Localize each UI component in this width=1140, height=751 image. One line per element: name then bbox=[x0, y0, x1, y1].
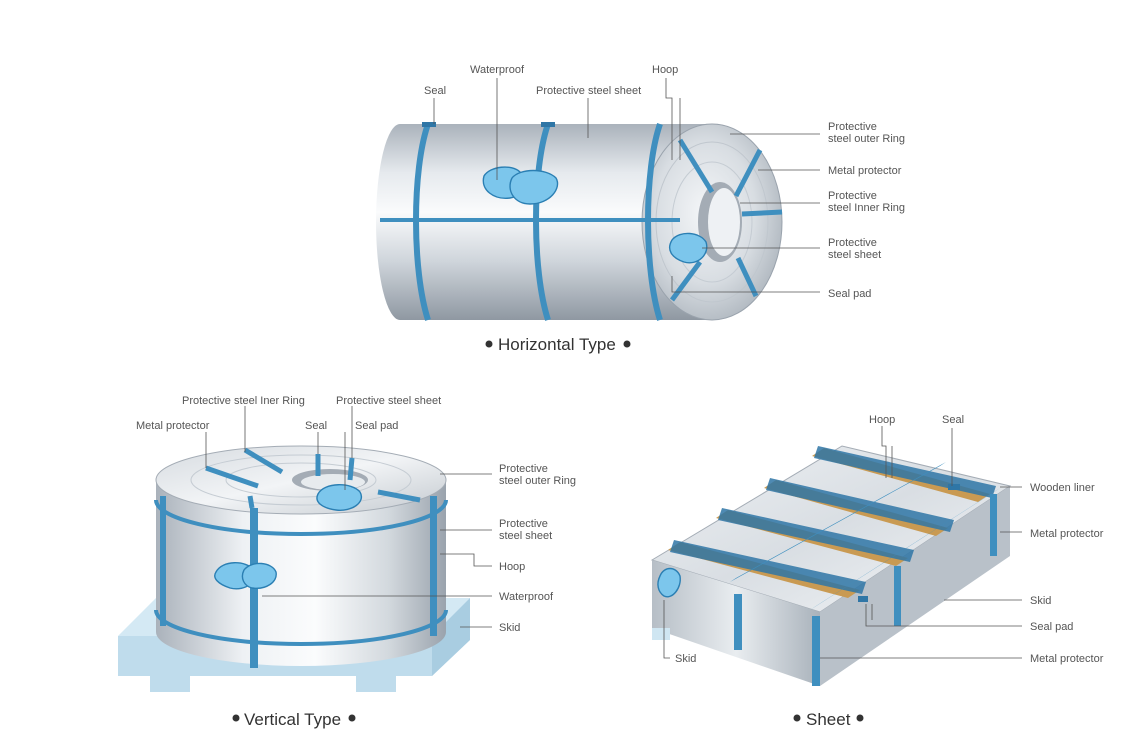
v-label-outer-ring-line2: steel outer Ring bbox=[499, 475, 576, 487]
h-label-end-sheet-line2: steel sheet bbox=[828, 249, 881, 261]
v-label-hoop: Hoop bbox=[499, 561, 525, 573]
vertical-leader-lines bbox=[205, 406, 492, 628]
v-label-side-sheet-line1: Protective bbox=[499, 518, 548, 530]
h-caption-dot-left bbox=[485, 340, 493, 348]
vertical-type-caption: Vertical Type bbox=[244, 710, 341, 729]
s-label-hoop: Hoop bbox=[869, 414, 895, 426]
s-caption-dot-right bbox=[856, 714, 864, 722]
h-label-protective-steel-sheet: Protective steel sheet bbox=[536, 85, 641, 97]
v-label-seal: Seal bbox=[305, 420, 327, 432]
horizontal-coil-illustration bbox=[376, 122, 783, 321]
s-label-seal-pad: Seal pad bbox=[1030, 621, 1073, 633]
v-label-side-sheet-line2: steel sheet bbox=[499, 530, 552, 542]
h-caption-dot-right bbox=[623, 340, 631, 348]
v-label-waterproof: Waterproof bbox=[499, 591, 554, 603]
h-label-end-sheet-line1: Protective bbox=[828, 237, 877, 249]
s-label-seal: Seal bbox=[942, 414, 964, 426]
h-label-metal-protector: Metal protector bbox=[828, 165, 902, 177]
h-label-waterproof: Waterproof bbox=[470, 64, 525, 76]
h-label-inner-ring-line1: Protective bbox=[828, 190, 877, 202]
v-label-outer-ring-line1: Protective bbox=[499, 463, 548, 475]
horizontal-type-caption: Horizontal Type bbox=[498, 335, 616, 354]
s-caption-dot-left bbox=[793, 714, 801, 722]
v-label-skid: Skid bbox=[499, 622, 520, 634]
v-label-inner-ring: Protective steel Iner Ring bbox=[182, 395, 305, 407]
sheet-caption: Sheet bbox=[806, 710, 851, 729]
h-label-inner-ring-line2: steel Inner Ring bbox=[828, 202, 905, 214]
sheet-leader-lines bbox=[663, 426, 1022, 659]
horizontal-leader-lines bbox=[433, 78, 820, 293]
s-label-skid-left: Skid bbox=[675, 653, 696, 665]
s-label-metal-protector-top: Metal protector bbox=[1030, 528, 1104, 540]
s-label-wooden-liner: Wooden liner bbox=[1030, 482, 1095, 494]
v-label-metal-protector: Metal protector bbox=[136, 420, 210, 432]
v-label-protective-steel-sheet: Protective steel sheet bbox=[336, 395, 441, 407]
vertical-coil-illustration bbox=[118, 445, 470, 692]
h-label-outer-ring-line1: Protective bbox=[828, 121, 877, 133]
h-label-seal-pad: Seal pad bbox=[828, 288, 871, 300]
v-label-seal-pad: Seal pad bbox=[355, 420, 398, 432]
sheet-stack-illustration bbox=[650, 445, 1012, 686]
s-label-skid-right: Skid bbox=[1030, 595, 1051, 607]
v-caption-dot-left bbox=[232, 714, 240, 722]
h-label-outer-ring-line2: steel outer Ring bbox=[828, 133, 905, 145]
h-label-seal: Seal bbox=[424, 85, 446, 97]
s-label-metal-protector-bottom: Metal protector bbox=[1030, 653, 1104, 665]
h-label-hoop: Hoop bbox=[652, 64, 678, 76]
v-caption-dot-right bbox=[348, 714, 356, 722]
